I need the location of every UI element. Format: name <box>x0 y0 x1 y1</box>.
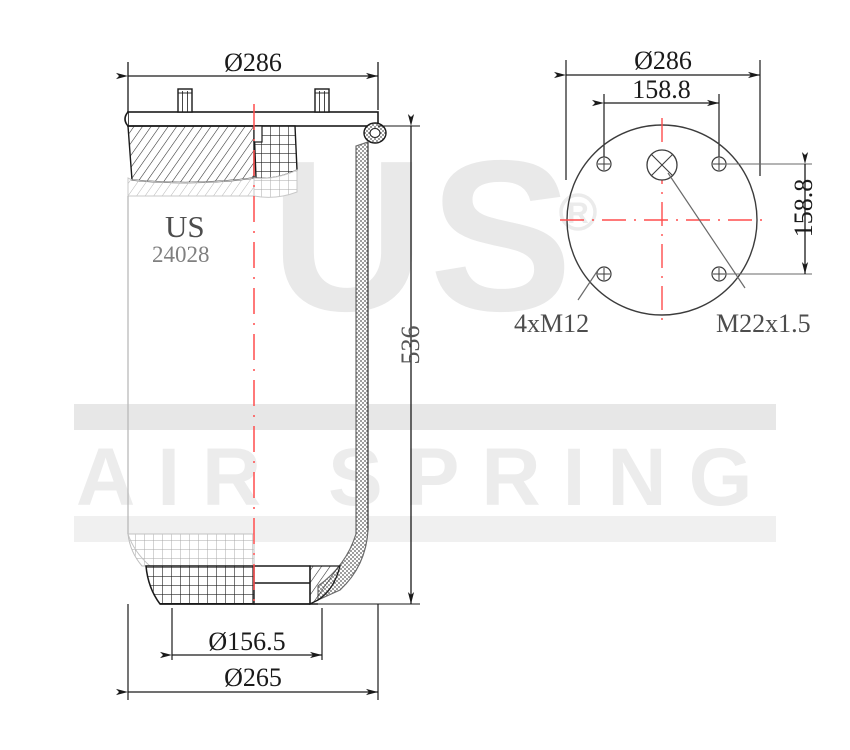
watermark-air-spring-text: AIR SPRING <box>76 432 774 523</box>
part-code-label: 24028 <box>152 242 210 267</box>
svg-text:R: R <box>567 197 589 230</box>
air-port-hole <box>646 149 678 181</box>
stud-hole-top-left <box>596 156 612 172</box>
watermark-registered-icon: R <box>559 193 597 231</box>
leader-line-air-port-callout <box>667 172 746 289</box>
crimp-ring <box>363 122 387 144</box>
bead-plate-top-view <box>554 60 812 322</box>
watermark-bar-top <box>74 404 776 430</box>
watermark-us-text: US <box>270 115 577 356</box>
front-section-view: US 24028 <box>116 62 420 700</box>
bumper-notch <box>253 125 263 143</box>
bumper-section-mesh-shadow <box>253 169 298 198</box>
bead-plate-left-edge <box>124 111 129 127</box>
stud-hole-top-right <box>711 156 727 172</box>
piston-upper-mesh <box>127 533 255 567</box>
watermark-layer: US R AIR SPRING <box>74 115 776 542</box>
bead-plate-section-hatch <box>127 125 255 184</box>
stud-hole-bottom-left <box>596 266 612 282</box>
stud-hole-bottom-right <box>711 266 727 282</box>
part-brand-label: US <box>165 209 205 244</box>
piston-lip-hatch <box>309 565 341 606</box>
piston-lower-mesh <box>145 565 255 605</box>
mounting-stud-right <box>314 88 330 113</box>
mounting-stud-left <box>177 88 193 113</box>
piston-channel <box>253 565 311 605</box>
bead-plate <box>127 111 379 127</box>
leader-line-stud-callout <box>577 269 599 301</box>
